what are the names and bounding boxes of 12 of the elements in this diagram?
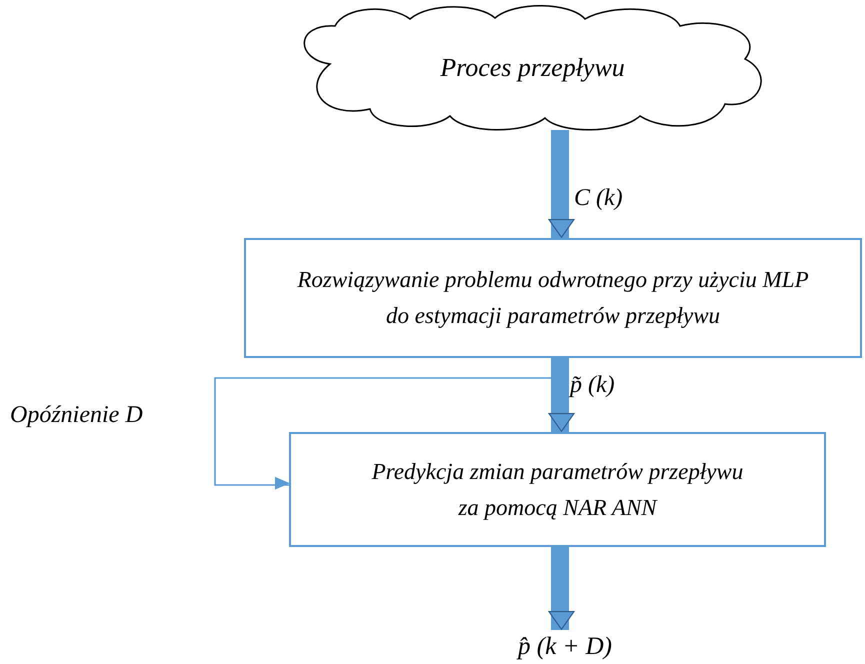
edge-label: p̃ (k) bbox=[570, 372, 615, 399]
edge-label: C (k) bbox=[574, 185, 623, 212]
node-label: Rozwiązywanie problemu odwrotnego przy użyciu MLP do estymacji parametrów przepływu bbox=[296, 266, 810, 330]
node-label: Proces przepływu bbox=[440, 52, 625, 84]
block-arrow bbox=[548, 356, 575, 432]
process-box bbox=[289, 432, 826, 547]
block-arrow bbox=[548, 130, 575, 238]
node-label: Predykcja zmian parametrów przepływu za pomocą NAR ANN bbox=[370, 458, 744, 522]
output-label: p̂ (k + D) bbox=[480, 630, 650, 664]
process-box bbox=[244, 238, 862, 358]
block-arrow bbox=[548, 545, 575, 630]
edge-label: Opóźnienie D bbox=[10, 402, 143, 429]
